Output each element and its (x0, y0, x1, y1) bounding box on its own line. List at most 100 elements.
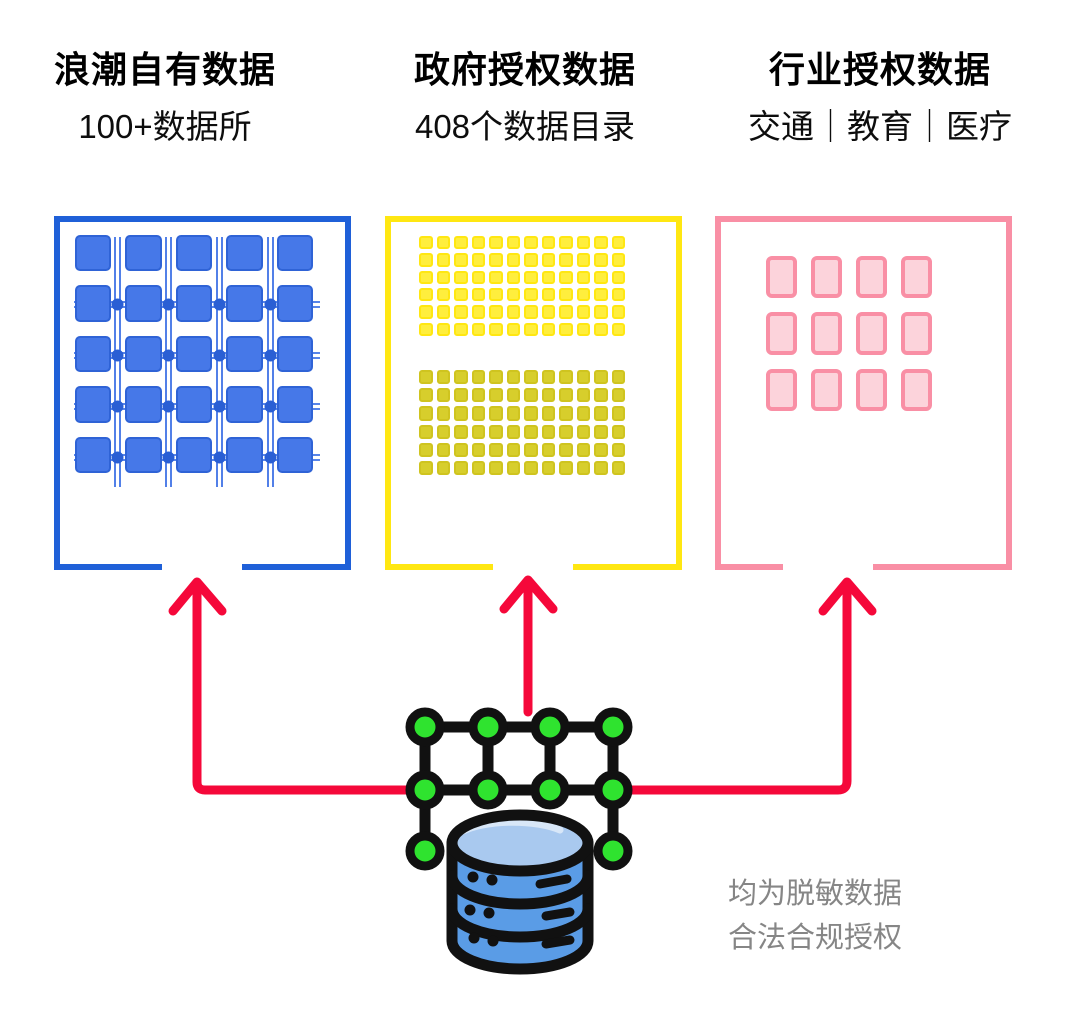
catalog-cell (594, 460, 608, 475)
catalog-cell (559, 270, 573, 284)
catalog-cell (454, 322, 468, 336)
catalog-cell (524, 322, 538, 336)
catalog-cell (576, 322, 590, 336)
data-cell-grid-own (75, 235, 313, 473)
catalog-cell (559, 406, 573, 421)
catalog-cell (576, 253, 590, 267)
catalog-cell (594, 322, 608, 336)
catalog-cell (436, 236, 450, 250)
catalog-cell (611, 460, 625, 475)
catalog-cell (419, 287, 433, 302)
catalog-cell (559, 287, 573, 302)
catalog-cell (471, 287, 485, 302)
catalog-cell (541, 270, 555, 284)
catalog-cell (559, 236, 573, 250)
data-cell (276, 386, 313, 423)
catalog-cell (489, 406, 503, 421)
catalog-cell (576, 388, 590, 403)
catalog-cell (541, 236, 555, 250)
catalog-cell (489, 253, 503, 267)
card-government-data (383, 215, 683, 570)
catalog-cell (506, 460, 520, 475)
catalog-cell (471, 270, 485, 284)
catalog-cell (471, 305, 485, 319)
catalog-cell (541, 370, 555, 385)
arrow-to-government-data (499, 575, 558, 717)
catalog-cell (436, 305, 450, 319)
catalog-cell (524, 442, 538, 457)
catalog-cell (454, 460, 468, 475)
catalog-cell (506, 388, 520, 403)
sector-cell (811, 312, 842, 355)
sector-cell (766, 256, 797, 299)
data-cell (125, 386, 162, 423)
catalog-cell (611, 388, 625, 403)
catalog-cell (489, 370, 503, 385)
catalog-cell (489, 424, 503, 439)
catalog-cell (559, 460, 573, 475)
card-border-own (54, 216, 351, 570)
data-cell (226, 235, 263, 272)
catalog-cell (489, 236, 503, 250)
sector-cell (856, 368, 887, 411)
catalog-cell (559, 442, 573, 457)
catalog-cell (419, 236, 433, 250)
catalog-cell (611, 287, 625, 302)
sector-cell (856, 256, 887, 299)
data-cell (276, 335, 313, 373)
network-nodes-icon (405, 707, 633, 871)
catalog-cell (436, 442, 450, 457)
sector-cell (901, 368, 932, 411)
data-cell (125, 436, 162, 473)
catalog-cell (559, 253, 573, 267)
catalog-cell (471, 406, 485, 421)
catalog-cell (454, 305, 468, 319)
catalog-cell (594, 370, 608, 385)
data-cell (125, 335, 162, 373)
catalog-cell (594, 424, 608, 439)
catalog-cell (594, 388, 608, 403)
catalog-cell (419, 460, 433, 475)
catalog-cell (436, 253, 450, 267)
catalog-cell (594, 287, 608, 302)
catalog-cell (454, 388, 468, 403)
data-cell (226, 386, 263, 423)
column-header-own: 浪潮自有数据 100+数据所 (0, 48, 330, 148)
catalog-cell (524, 388, 538, 403)
catalog-cell (576, 460, 590, 475)
sector-cell (766, 312, 797, 355)
catalog-cell (594, 406, 608, 421)
data-cell (125, 285, 162, 322)
catalog-cell (489, 460, 503, 475)
data-cell (276, 235, 313, 272)
catalog-cell (506, 270, 520, 284)
compliance-note: 均为脱敏数据 合法合规授权 (728, 872, 902, 960)
arrow-to-industry-data (608, 577, 877, 795)
catalog-cell (611, 236, 625, 250)
catalog-cell (419, 388, 433, 403)
catalog-cell (559, 388, 573, 403)
catalog-cell (541, 442, 555, 457)
sector-cell (901, 256, 932, 299)
catalog-cell (506, 442, 520, 457)
catalog-cell (506, 322, 520, 336)
catalog-cell (611, 370, 625, 385)
column-header-government: 政府授权数据 408个数据目录 (360, 48, 690, 148)
column-subtitle-industry: 交通｜教育｜医疗 (748, 108, 1012, 145)
catalog-cell (454, 406, 468, 421)
catalog-cell (506, 305, 520, 319)
catalog-cell (419, 424, 433, 439)
catalog-cell (576, 442, 590, 457)
catalog-cell (506, 253, 520, 267)
catalog-cell (489, 305, 503, 319)
sector-cell (856, 312, 887, 355)
catalog-cell (559, 305, 573, 319)
catalog-cell (594, 305, 608, 319)
column-title-industry: 行业授权数据 (768, 49, 991, 90)
catalog-cell (419, 406, 433, 421)
column-subtitle-own: 100+数据所 (78, 108, 252, 145)
compliance-note-line-1: 均为脱敏数据 (728, 878, 903, 910)
database-cylinder-icon (446, 809, 594, 975)
